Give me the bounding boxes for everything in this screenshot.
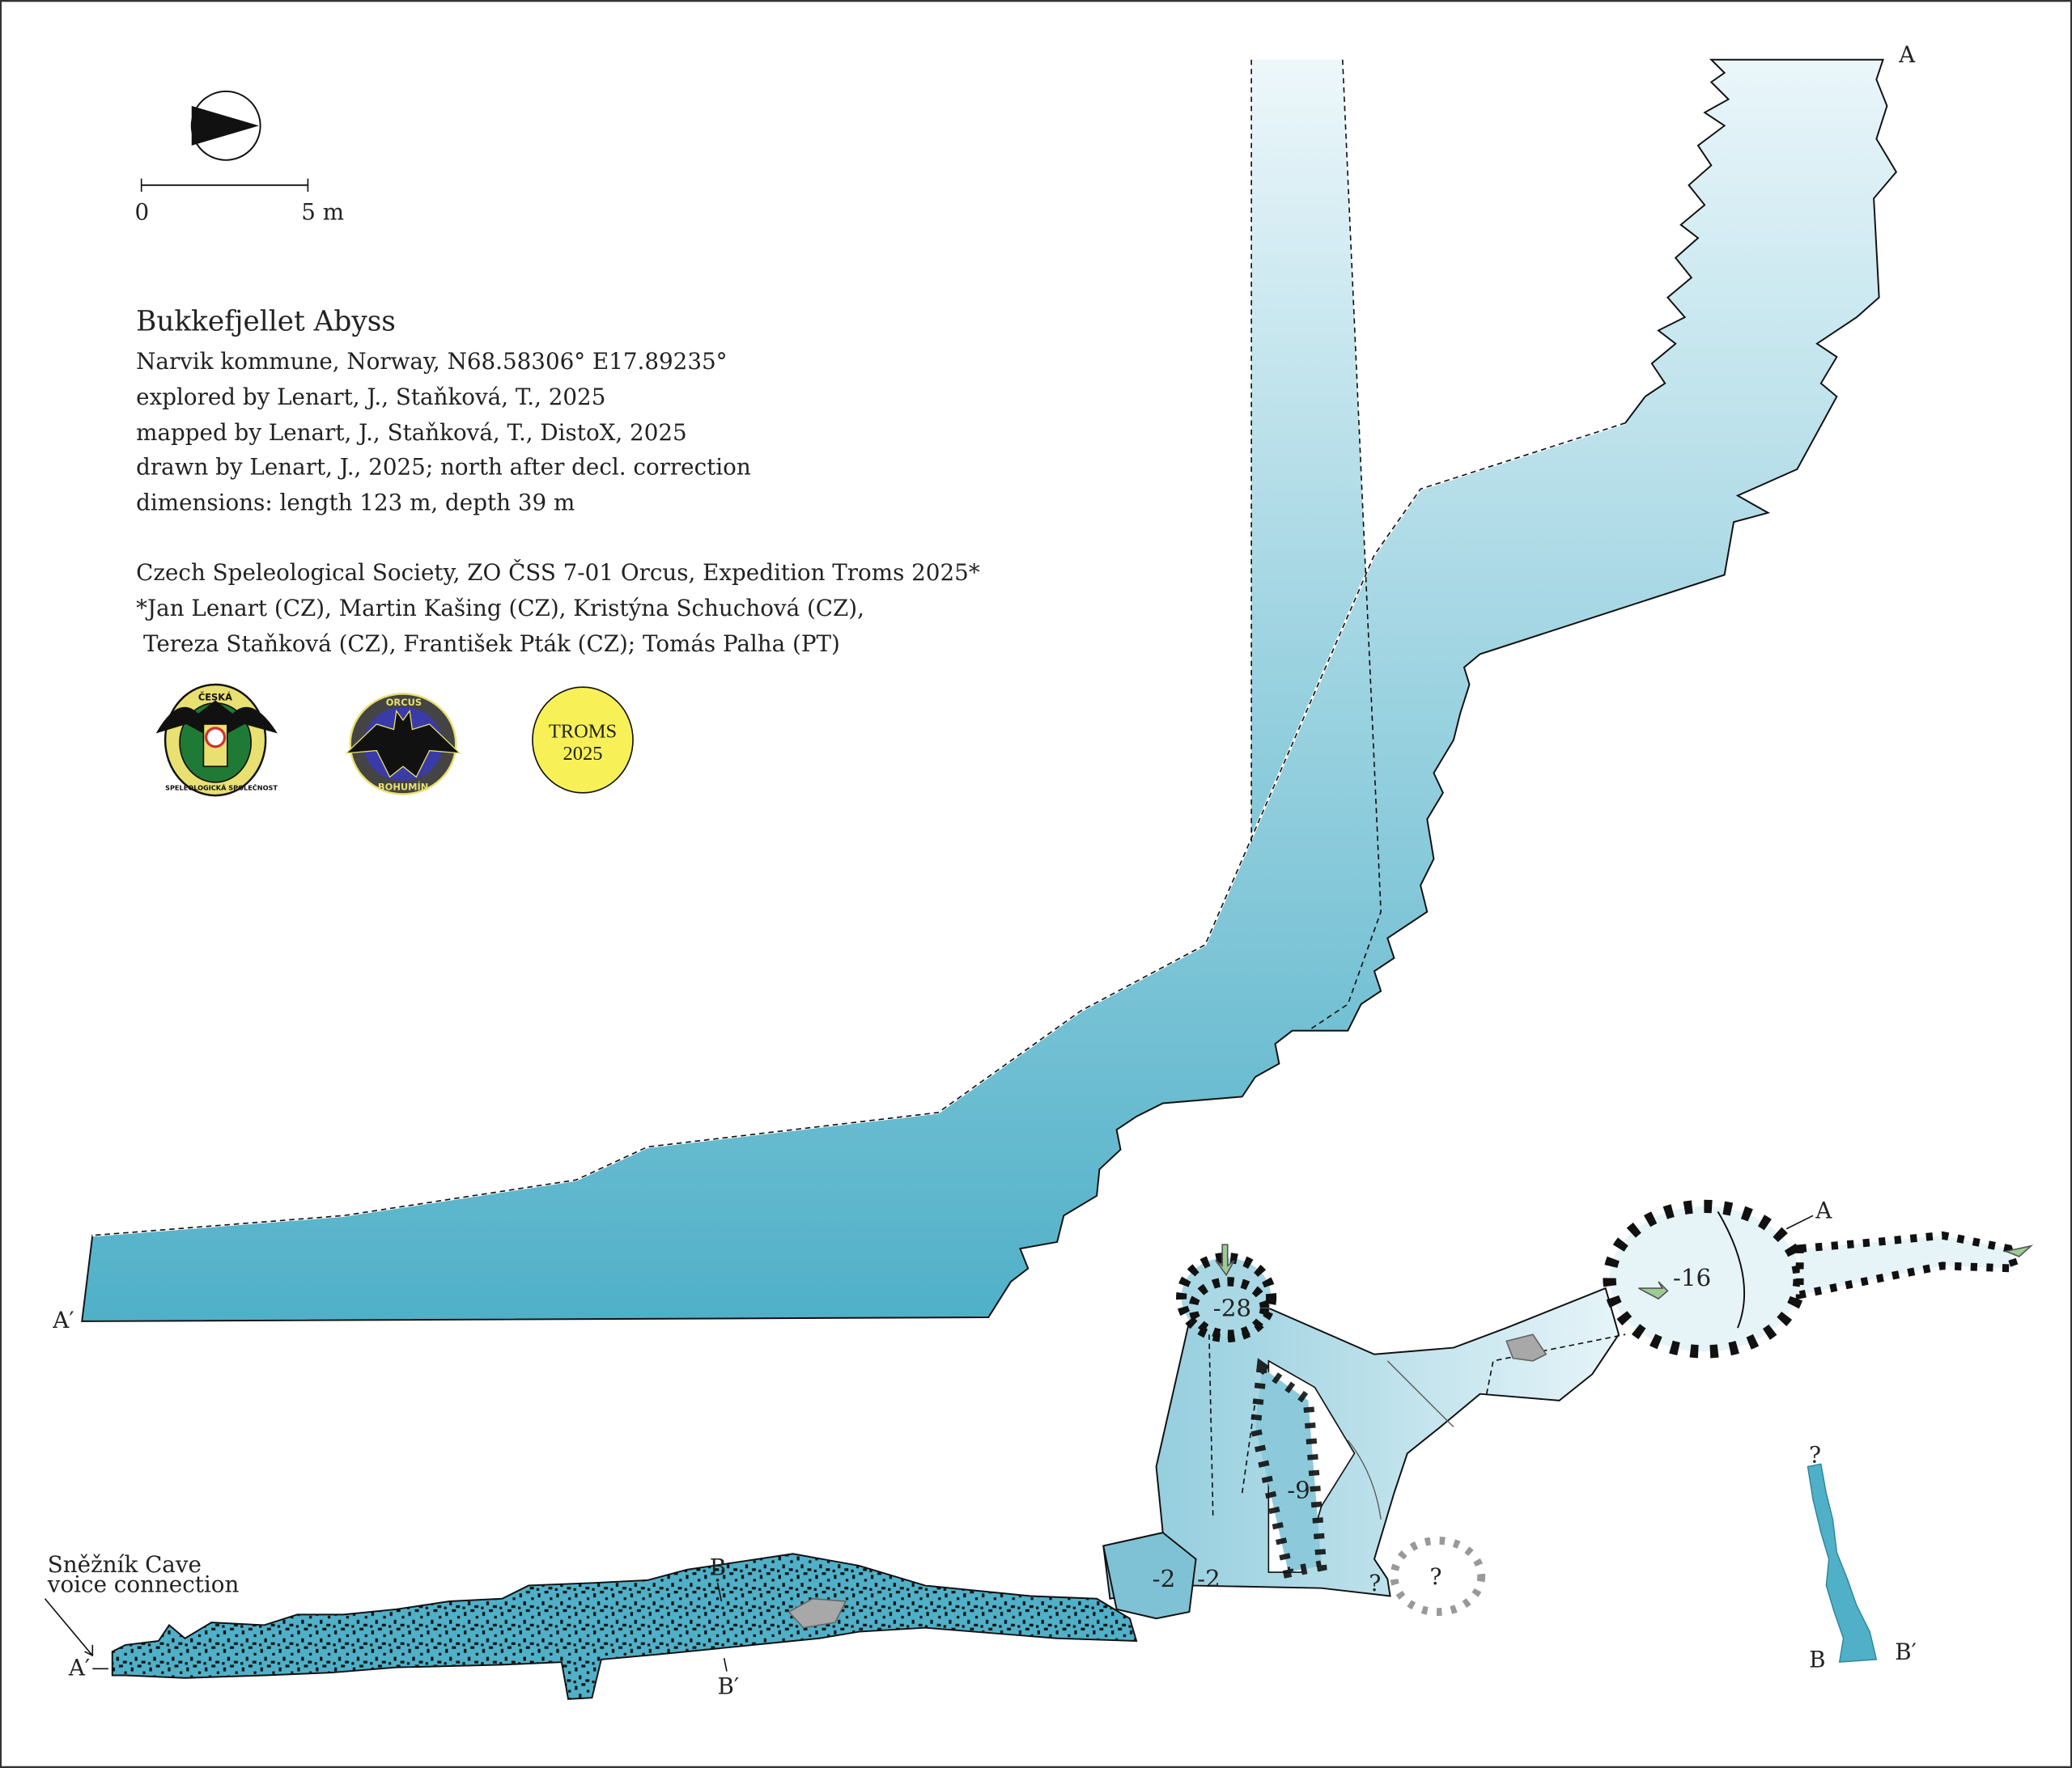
logo-troms-2025: TROMS 2025 xyxy=(532,686,634,794)
credit-line: Tereza Staňková (CZ), František Pták (CZ… xyxy=(136,630,840,657)
extended-profile: A A′ xyxy=(52,41,1916,1333)
depth-label: -16 xyxy=(1673,1264,1711,1291)
credit-line: Czech Speleological Society, ZO ČSS 7-01… xyxy=(136,558,980,586)
depth-label: -9 xyxy=(1287,1477,1310,1504)
north-arrow-icon xyxy=(190,90,261,161)
scale-start-label: 0 xyxy=(135,198,150,225)
logo-text: ČESKÁ xyxy=(198,691,232,703)
scale-end-label: 5 m xyxy=(301,198,344,225)
info-line: dimensions: length 123 m, depth 39 m xyxy=(136,489,575,515)
connection-label: voice connection xyxy=(47,1571,240,1598)
scale-bar: 0 5 m xyxy=(135,178,344,225)
logo-text: TROMS xyxy=(549,720,617,742)
cross-section-b: ? B B′ xyxy=(1807,1442,1917,1673)
plan-label-b: B xyxy=(710,1554,726,1580)
profile-label-a-prime: A′ xyxy=(52,1307,74,1333)
logo-text: ORCUS xyxy=(386,697,422,708)
depth-label: -2 xyxy=(1153,1565,1176,1592)
plan-label-b-prime: B′ xyxy=(718,1673,740,1699)
entrance-arrow-icon xyxy=(1638,1281,1669,1300)
info-line: Narvik kommune, Norway, N68.58306° E17.8… xyxy=(136,348,727,375)
credit-line: *Jan Lenart (CZ), Martin Kašing (CZ), Kr… xyxy=(136,595,864,621)
connection-arrow-icon xyxy=(44,1598,93,1656)
entrance-arrow-icon xyxy=(1215,1244,1235,1277)
section-label-top: ? xyxy=(1809,1442,1821,1469)
unknown-label: ? xyxy=(1369,1570,1381,1596)
depth-label: -2 xyxy=(1197,1565,1221,1592)
plan-label-a-prime: A′ xyxy=(68,1654,90,1681)
logo-text: SPELEOLOGICKÁ SPOLEČNOST xyxy=(165,783,278,792)
plan-view: -28 -16 -9 -2 -2 ? ? A A′ B B′ Sněžník C… xyxy=(44,1198,2034,1700)
info-line: mapped by Lenart, J., Staňková, T., Dist… xyxy=(136,419,687,446)
logo-orcus: ORCUS BOHUMÍN xyxy=(344,693,461,795)
logo-czech-speleological-society: ČESKÁ SPELEOLOGICKÁ SPOLEČNOST xyxy=(155,683,278,797)
section-label-b-prime: B′ xyxy=(1895,1639,1917,1665)
section-label-b: B xyxy=(1809,1647,1825,1673)
profile-label-a: A xyxy=(1898,41,1916,68)
unknown-label: ? xyxy=(1430,1563,1442,1590)
logo-text: 2025 xyxy=(563,743,603,765)
logo-text: BOHUMÍN xyxy=(378,781,428,793)
plan-label-a: A xyxy=(1815,1198,1832,1224)
connection-label: Sněžník Cave xyxy=(48,1551,202,1578)
depth-label: -28 xyxy=(1213,1294,1251,1321)
info-line: explored by Lenart, J., Staňková, T., 20… xyxy=(136,384,605,410)
info-line: drawn by Lenart, J., 2025; north after d… xyxy=(136,453,751,480)
map-title: Bukkefjellet Abyss xyxy=(136,305,396,337)
entrance-arrow-icon xyxy=(2003,1244,2034,1257)
